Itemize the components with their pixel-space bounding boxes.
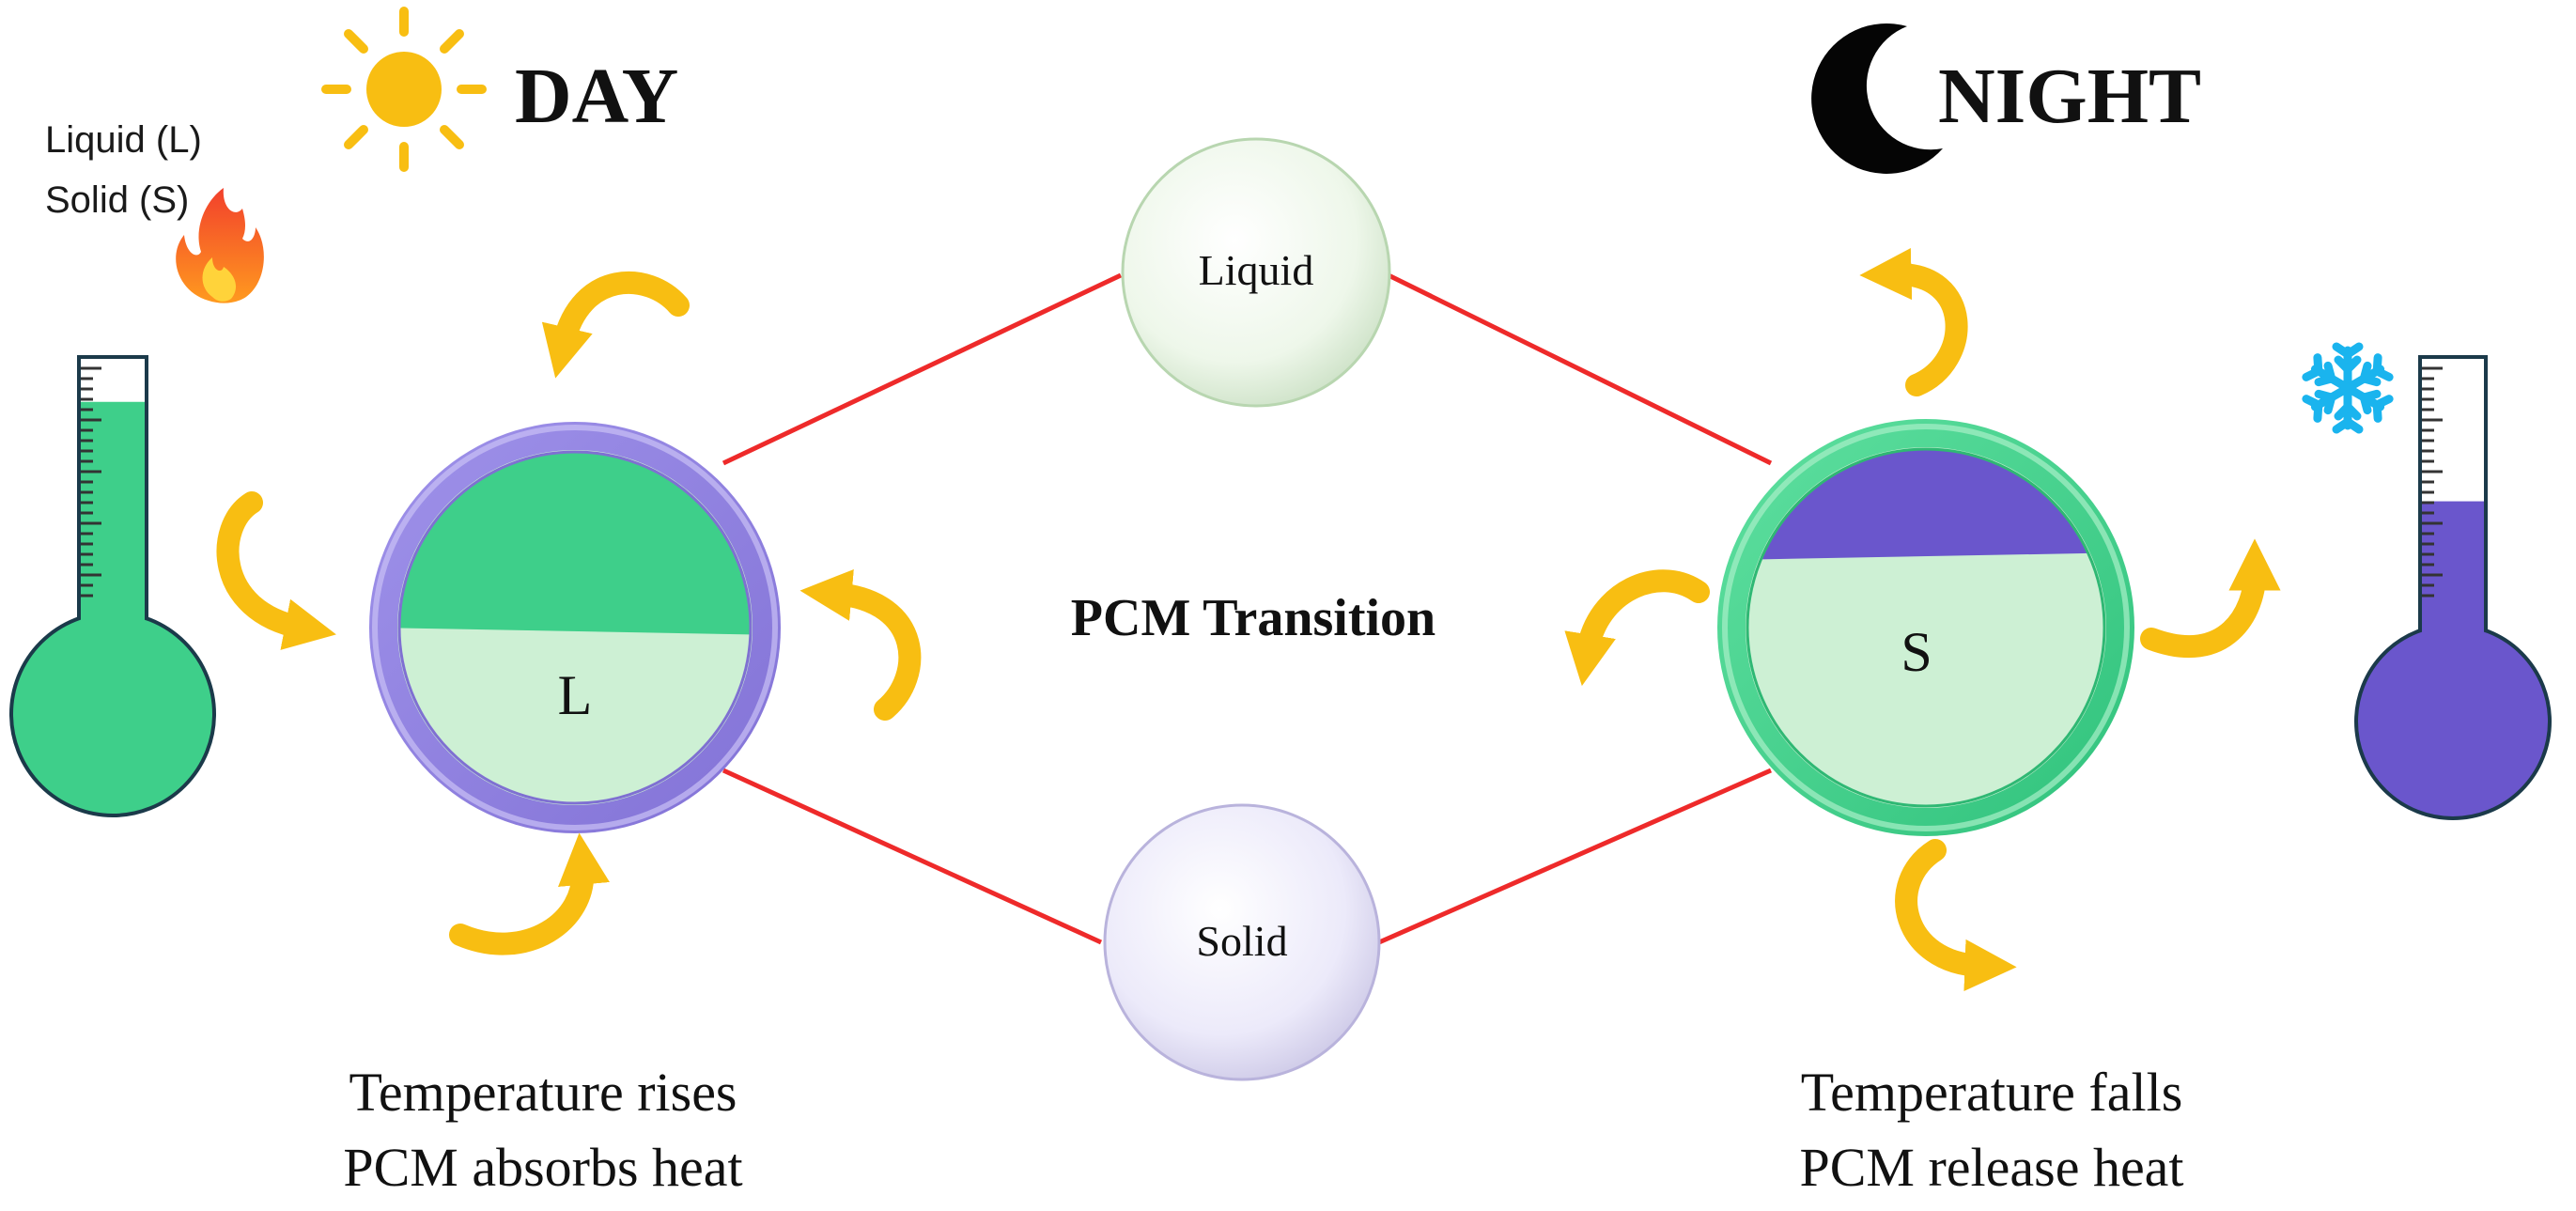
day-cycle-letter: L — [558, 664, 593, 726]
day-pcm-cell: L — [369, 422, 781, 833]
night-caption-line-2: PCM release heat — [1799, 1137, 2183, 1198]
solid-state-bubble: Solid — [1103, 803, 1381, 1081]
heat-arrow-out-right — [2140, 538, 2281, 658]
heat-arrow-in-bottom — [449, 832, 610, 955]
day-heat-arrows — [216, 271, 922, 955]
heat-arrow-out-top — [1859, 248, 1968, 396]
solid-state-label: Solid — [1196, 917, 1287, 965]
liquid-state-label: Liquid — [1199, 246, 1314, 294]
night-thermometer — [2354, 355, 2552, 820]
night-title: NIGHT — [1938, 53, 2201, 140]
heat-arrow-in-right — [799, 568, 922, 721]
night-caption-line-1: Temperature falls — [1801, 1062, 2183, 1123]
night-pcm-cell: S — [1717, 419, 2134, 836]
heat-arrow-out-bottom — [1895, 839, 2017, 991]
night-cycle-letter: S — [1901, 621, 1932, 683]
legend-solid: Solid (S) — [45, 179, 189, 221]
liquid-state-bubble: Liquid — [1121, 137, 1391, 408]
line-solid-to-night — [1377, 768, 1773, 945]
transition-lines — [722, 272, 1773, 945]
line-day-to-liquid — [722, 272, 1123, 466]
line-day-to-solid — [722, 768, 1103, 945]
day-caption-line-2: PCM absorbs heat — [343, 1137, 742, 1198]
center-label: PCM Transition — [1071, 589, 1435, 647]
sun-icon — [321, 7, 487, 172]
day-thermometer — [9, 355, 216, 817]
legend-liquid: Liquid (L) — [45, 119, 202, 161]
day-title: DAY — [515, 53, 678, 140]
day-caption-line-1: Temperature rises — [349, 1062, 737, 1123]
fire-icon — [176, 188, 264, 303]
heat-arrow-in-top — [541, 271, 690, 379]
night-heat-arrows — [1564, 248, 2281, 991]
snowflake-icon — [2302, 342, 2394, 434]
heat-arrow-out-left — [1564, 569, 1710, 687]
heat-arrow-in-left — [216, 491, 336, 650]
line-liquid-to-night — [1387, 272, 1773, 466]
crescent-moon-icon — [1811, 23, 1943, 174]
